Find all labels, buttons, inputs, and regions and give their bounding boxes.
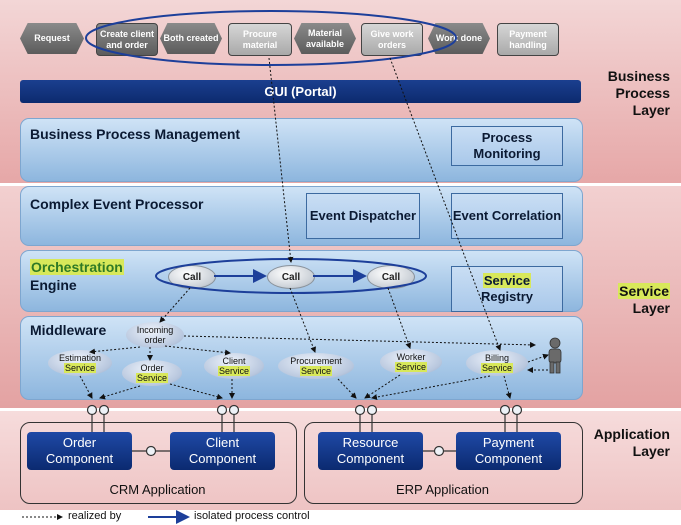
user-icon — [548, 337, 562, 374]
process-step-both-created: Both created — [160, 23, 222, 54]
erp-application-box — [304, 422, 583, 504]
process-step-material-available: Material available — [294, 23, 356, 54]
crm-application-box — [20, 422, 297, 504]
gui-portal-bar: GUI (Portal) — [20, 80, 581, 103]
process-step-procure-material: Procure material — [228, 23, 292, 56]
process-control-ellipse-orchestration — [155, 258, 427, 294]
legend-realized-label: realized by — [68, 510, 122, 522]
crm-application-label: CRM Application — [109, 482, 206, 497]
process-step-give-work-orders: Give work orders — [361, 23, 423, 56]
erp-application-label: ERP Application — [396, 482, 489, 497]
cep-title: Complex Event Processor — [30, 196, 204, 212]
process-monitoring-box: Process Monitoring — [451, 126, 563, 166]
legend-control-label: isolated process control — [194, 510, 310, 522]
event-correlation-box: Event Correlation — [451, 193, 563, 239]
event-dispatcher-box: Event Dispatcher — [306, 193, 420, 239]
process-step-request: Request — [20, 23, 84, 54]
process-step-payment-handling: Payment handling — [497, 23, 559, 56]
orchestration-title: Orchestration Engine — [30, 259, 124, 293]
bpm-title: Business Process Management — [30, 126, 241, 142]
middleware-title: Middleware — [30, 322, 107, 338]
process-control-ellipse-top — [85, 10, 457, 66]
